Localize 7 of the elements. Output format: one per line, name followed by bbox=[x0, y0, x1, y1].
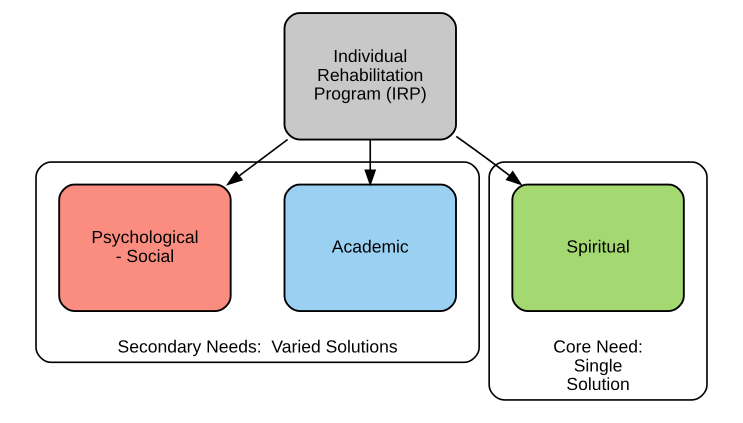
arrow bbox=[456, 136, 523, 186]
node-box: Spiritual bbox=[511, 184, 685, 312]
node-box: Psychological - Social bbox=[58, 184, 232, 312]
node-box: Academic bbox=[284, 184, 457, 312]
node-box: Individual Rehabilitation Program (IRP) bbox=[284, 12, 457, 140]
arrow bbox=[226, 138, 288, 186]
arrow bbox=[364, 140, 376, 186]
